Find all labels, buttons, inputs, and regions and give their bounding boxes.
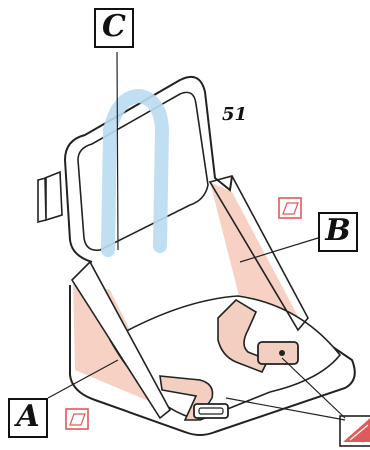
headrest-strap xyxy=(101,88,170,257)
right-side-panel xyxy=(208,175,309,332)
leader-c xyxy=(116,51,119,251)
warning-label-icon-left xyxy=(65,408,89,430)
callout-b: B xyxy=(318,212,358,252)
leader-b xyxy=(239,237,319,263)
warning-sticker-icon xyxy=(339,415,370,447)
side-handle xyxy=(37,170,63,224)
left-side-panel xyxy=(70,260,172,420)
leader-a xyxy=(47,359,119,399)
leader-sticker-2 xyxy=(225,397,346,421)
leader-sticker-1 xyxy=(281,357,346,419)
buckle-lower xyxy=(193,403,229,419)
right-padding xyxy=(210,182,300,320)
figure-number: 51 xyxy=(222,104,248,125)
warning-label-icon xyxy=(278,197,302,219)
backrest-inner xyxy=(77,91,209,252)
callout-c: C xyxy=(94,8,134,48)
backrest xyxy=(64,76,233,263)
seat-base xyxy=(69,285,356,436)
callout-a: A xyxy=(8,398,48,438)
buckle-icon xyxy=(257,341,299,365)
